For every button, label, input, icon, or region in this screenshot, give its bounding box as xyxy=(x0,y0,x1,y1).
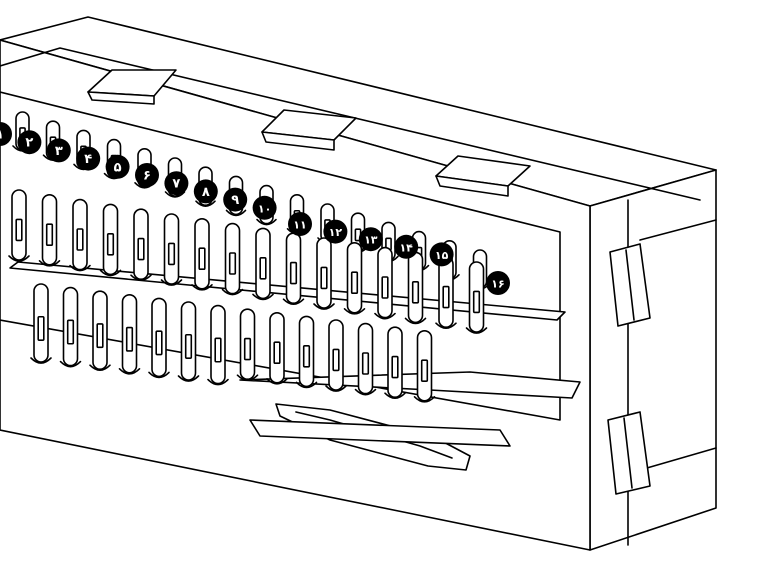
middle-fuse-blade xyxy=(221,222,244,296)
fuse-number-badge: ۴ xyxy=(76,146,101,171)
fuse-number-badge: ۱۵ xyxy=(429,242,454,267)
lower-fuse-blade xyxy=(236,308,259,381)
housing-side-groove xyxy=(639,219,717,241)
middle-fuse-blade xyxy=(313,237,335,310)
middle-fuse-blade xyxy=(252,227,274,301)
lower-fuse-blade xyxy=(266,311,288,385)
fuse-number-badge: ۳ xyxy=(46,138,71,163)
middle-fuse-blade xyxy=(191,218,213,291)
fuse-number-label: ۱۰ xyxy=(258,202,271,215)
fuse-number-label: ۱۶ xyxy=(491,278,504,291)
fuse-number-badge: ۱۳ xyxy=(358,227,383,252)
housing-side-face xyxy=(589,169,717,551)
fuse-number-label: ۳ xyxy=(55,144,63,159)
lower-fuse-blade xyxy=(207,304,229,386)
fuse-number-label: ۱۳ xyxy=(364,234,378,247)
fuse-number-label: ۴ xyxy=(84,152,92,167)
middle-fuse-blade xyxy=(465,261,488,334)
fuse-number-label: ۱۲ xyxy=(329,226,343,239)
fuse-number-badge: ۱ xyxy=(0,122,12,146)
middle-fuse-blade xyxy=(282,232,305,305)
lower-fuse-blade xyxy=(89,290,111,371)
fuse-number-badge: ۷ xyxy=(164,171,189,196)
middle-fuse-blade xyxy=(99,203,122,277)
lower-fuse-blade xyxy=(384,326,406,399)
fuse-number-badge: ۸ xyxy=(193,179,218,204)
middle-fuse-blade xyxy=(160,213,183,286)
fuse-number-label: ۶ xyxy=(143,169,151,184)
fuse-number-label: ۱۱ xyxy=(293,219,306,232)
housing-top-inner-edge xyxy=(0,47,701,201)
lower-fuse-blade xyxy=(295,315,318,389)
lower-fuse-blade xyxy=(118,293,141,375)
fuse-number-label: ۷ xyxy=(172,177,180,192)
fuse-number-badge: ۱۴ xyxy=(394,234,419,259)
housing-side-groove-2 xyxy=(639,447,717,471)
lower-fuse-blade xyxy=(30,283,52,364)
lower-fuse-blade xyxy=(177,301,200,382)
fuse-number-badge: ۱۶ xyxy=(486,271,510,295)
fuse-number-label: ۱۵ xyxy=(435,249,449,262)
middle-fuse-blade xyxy=(435,256,457,329)
fuse-number-label: ۱۴ xyxy=(399,241,413,254)
lower-fuse-blade xyxy=(59,286,82,368)
fuse-number-badge: ۲ xyxy=(17,130,42,155)
lower-fuse-blade xyxy=(354,322,377,396)
top-latch-left xyxy=(87,69,177,105)
middle-fuse-blade xyxy=(374,246,396,320)
lower-fuse-blade xyxy=(413,329,436,403)
side-clip-upper xyxy=(609,243,651,327)
fuse-number-label: ۹ xyxy=(231,193,239,208)
side-clip-lower xyxy=(607,411,651,495)
middle-fuse-blade xyxy=(343,242,366,315)
housing-bottom-ledge xyxy=(249,419,511,447)
fuse-number-label: ۲ xyxy=(25,136,33,151)
middle-fuse-blade xyxy=(69,198,91,272)
fuse-number-badge: ۱۰ xyxy=(252,195,277,220)
fuse-number-label: ۱ xyxy=(0,128,4,143)
fuse-number-badge: ۹ xyxy=(223,187,248,212)
middle-fuse-blade xyxy=(130,208,152,281)
fuse-number-badge: ۱۲ xyxy=(323,219,348,244)
fuse-number-label: ۸ xyxy=(202,185,210,200)
middle-fuse-blade xyxy=(8,189,30,262)
fuse-number-badge: ۵ xyxy=(105,154,130,179)
lower-fuse-blade xyxy=(325,319,347,392)
middle-fuse-blade xyxy=(404,251,427,325)
lower-fuse-blade xyxy=(148,297,170,379)
fuse-number-label: ۵ xyxy=(114,160,122,175)
fuse-number-badge: ۶ xyxy=(135,163,159,187)
top-latch-right xyxy=(435,155,531,197)
top-latch-middle xyxy=(261,109,357,151)
fuse-number-badge: ۱۱ xyxy=(288,212,312,236)
middle-fuse-blade xyxy=(38,194,61,267)
